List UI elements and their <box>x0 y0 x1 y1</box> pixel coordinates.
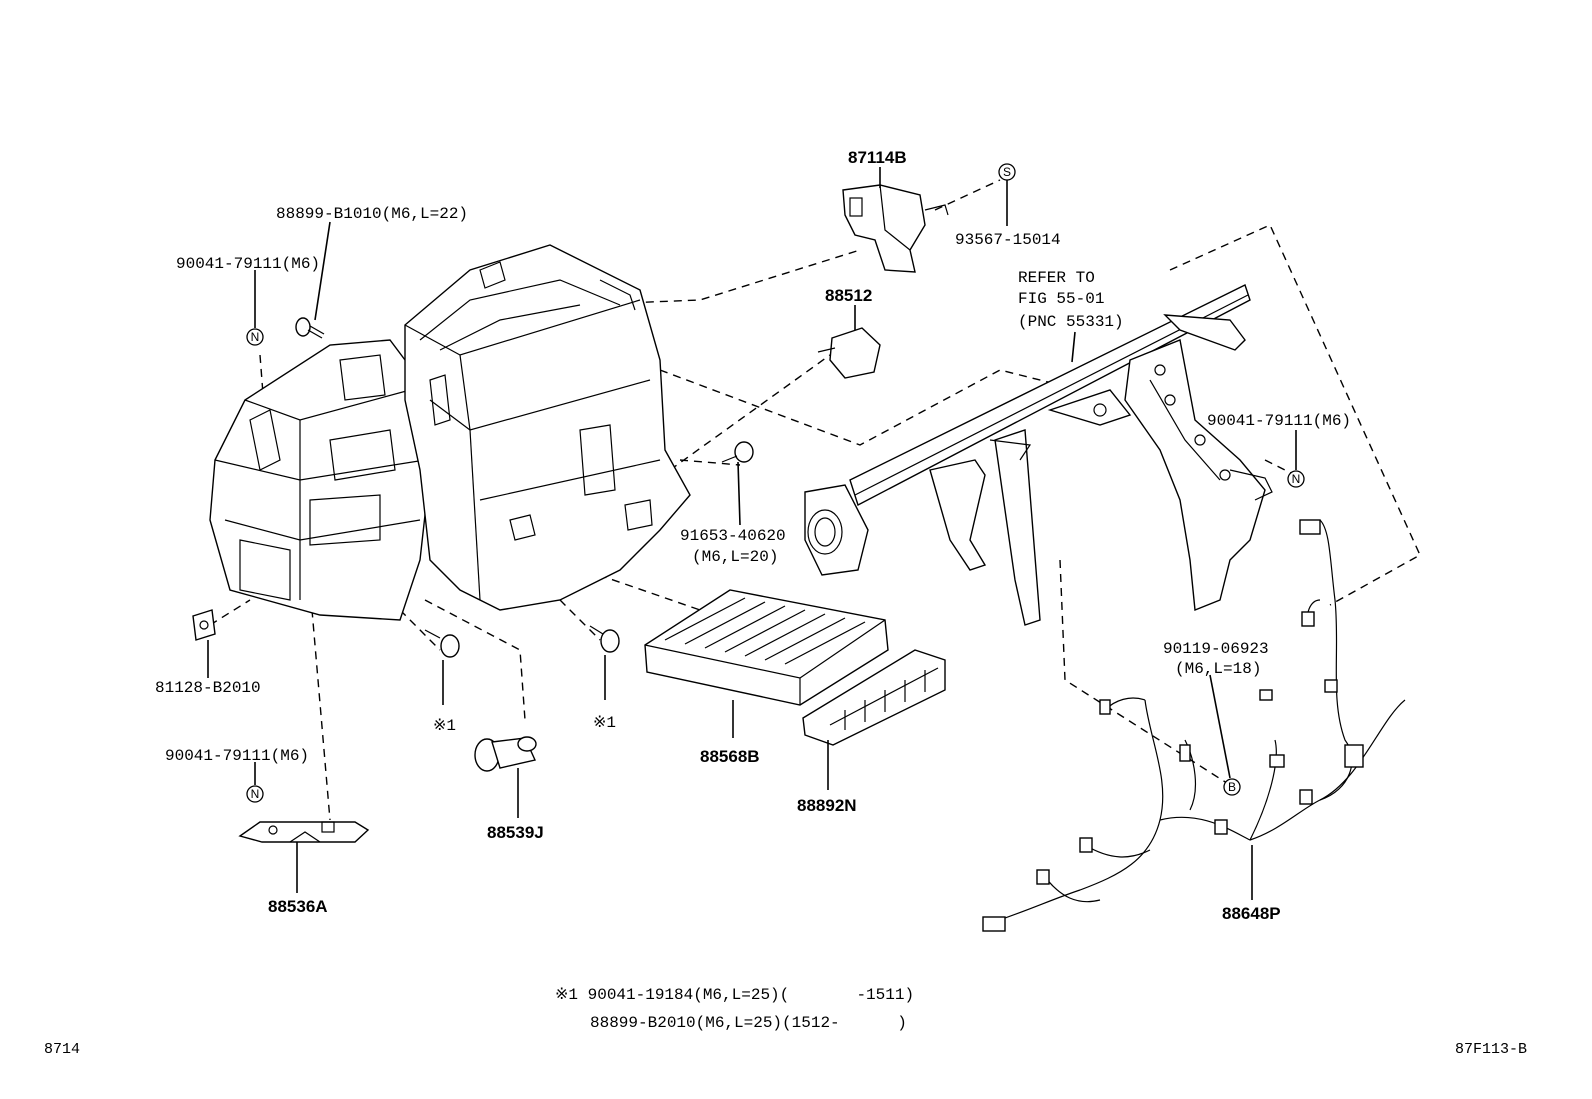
bracket-87114b-illustration <box>842 184 949 273</box>
label-mark1-right: ※1 <box>593 714 616 732</box>
marker-n-bottom: N <box>246 785 264 803</box>
cover-88892n-illustration <box>802 649 946 746</box>
label-mark1-left: ※1 <box>433 717 456 735</box>
label-88899-b1010: 88899-B1010(M6,L=22) <box>276 205 468 223</box>
label-88539j: 88539J <box>487 823 544 842</box>
label-90119-line1: 90119-06923 <box>1163 640 1269 658</box>
bracket-88536a-illustration <box>238 821 370 843</box>
part-88539j-illustration <box>474 736 537 772</box>
label-88536a: 88536A <box>268 897 328 916</box>
marker-s-text: S <box>1003 165 1011 179</box>
marker-n-right: N <box>1287 470 1305 488</box>
corner-label-left: 8714 <box>44 1041 80 1058</box>
wire-harness-illustration <box>982 519 1406 932</box>
label-91653-line2: (M6,L=20) <box>692 548 778 566</box>
marker-n-top: N <box>246 328 264 346</box>
footnote: ※1 90041-19184(M6,L=25)( -1511) 88899-B2… <box>555 986 914 1032</box>
sensor-88512-illustration <box>817 327 881 379</box>
label-87114b: 87114B <box>848 148 907 167</box>
label-refer-line2: FIG 55-01 <box>1018 290 1104 308</box>
bolt-mark1-left-illustration <box>424 629 460 658</box>
corner-label-right: 87F113-B <box>1455 1041 1527 1058</box>
marker-s-top: S <box>998 163 1016 181</box>
heater-unit-illustration <box>404 244 691 611</box>
leader-lines <box>207 167 1297 900</box>
footnote-line2: 88899-B2010(M6,L=25)(1512- ) <box>590 1014 907 1032</box>
label-88512: 88512 <box>825 286 872 305</box>
label-refer-line3: (PNC 55331) <box>1018 313 1124 331</box>
marker-b-text: B <box>1228 780 1236 794</box>
marker-n-bottom-text: N <box>251 787 260 801</box>
label-90119-line2: (M6,L=18) <box>1175 660 1261 678</box>
cross-member-illustration <box>804 284 1273 626</box>
marker-n-right-text: N <box>1292 472 1301 486</box>
label-81128-b2010: 81128-B2010 <box>155 679 261 697</box>
blower-unit-illustration <box>209 339 431 621</box>
label-93567-15014: 93567-15014 <box>955 231 1061 249</box>
bolt-88899-b1010-illustration <box>295 317 325 339</box>
filter-88568b-illustration <box>644 589 889 706</box>
callout-labels: 87114B 93567-15014 88899-B1010(M6,L=22) … <box>155 148 1351 923</box>
label-88892n: 88892N <box>797 796 857 815</box>
nut-81128-illustration <box>192 609 216 641</box>
label-90041-79111-bottom: 90041-79111(M6) <box>165 747 309 765</box>
label-88568b: 88568B <box>700 747 760 766</box>
screw-91653-illustration <box>721 441 754 463</box>
bolt-mark1-right-illustration <box>589 625 620 653</box>
label-90041-79111-top: 90041-79111(M6) <box>176 255 320 273</box>
label-90041-79111-right: 90041-79111(M6) <box>1207 412 1351 430</box>
footnote-line1: ※1 90041-19184(M6,L=25)( -1511) <box>555 986 914 1004</box>
label-refer-line1: REFER TO <box>1018 269 1095 287</box>
marker-n-top-text: N <box>251 330 260 344</box>
label-91653-line1: 91653-40620 <box>680 527 786 545</box>
label-88648p: 88648P <box>1222 904 1281 923</box>
marker-b: B <box>1223 778 1241 796</box>
